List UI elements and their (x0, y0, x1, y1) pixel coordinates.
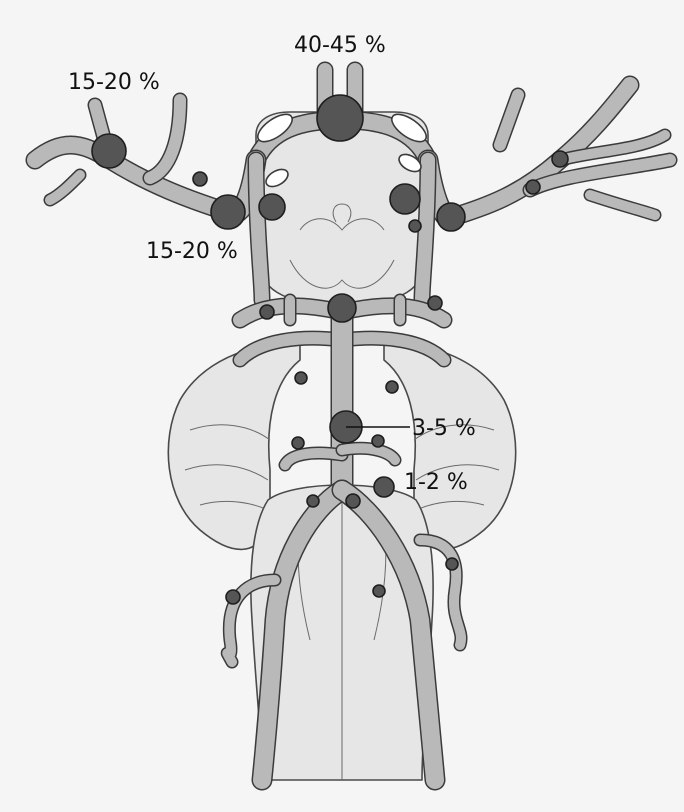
aneurysm-pca-right (428, 296, 442, 310)
vessel-pcom-left (256, 160, 262, 300)
aneurysm-vb-left (307, 495, 319, 507)
aneurysm-vb-mid (346, 494, 360, 508)
aneurysm-pica-right (446, 558, 458, 570)
aneurysm-sca-left (295, 372, 307, 384)
aneurysm-ica-left-small (259, 194, 285, 220)
aneurysm-ica-left-large (211, 195, 245, 229)
label-basilar: 3-5 % (412, 416, 476, 441)
label-ica: 15-20 % (146, 239, 238, 264)
aneurysm-pcom-right-small (409, 220, 421, 232)
aneurysm-acom (317, 95, 363, 141)
aneurysm-mca-left-small (193, 172, 207, 186)
aneurysm-pca-left (260, 305, 274, 319)
vessel-pcom-right-lumen (422, 160, 428, 300)
label-vertebral: 1-2 % (404, 470, 468, 495)
aneurysm-vertebral-junction (374, 477, 394, 497)
aneurysm-pica-left (226, 590, 240, 604)
aneurysm-basilar-tip (328, 294, 356, 322)
aneurysm-mca-right-1 (552, 151, 568, 167)
aneurysm-aica-right (372, 435, 384, 447)
aneurysm-ica-right-a (390, 184, 420, 214)
aneurysm-medulla (373, 585, 385, 597)
aneurysm-aica-left (292, 437, 304, 449)
aneurysm-ica-right-b (437, 203, 465, 231)
vessel-pcom-left-lumen (256, 160, 262, 300)
aneurysm-mca-distal (92, 134, 126, 168)
aneurysm-sca-right (386, 381, 398, 393)
vessel-pcom-right (422, 160, 428, 300)
label-mca-distal: 15-20 % (68, 70, 160, 95)
label-acom: 40-45 % (294, 33, 386, 58)
aneurysm-mca-right-2 (526, 180, 540, 194)
